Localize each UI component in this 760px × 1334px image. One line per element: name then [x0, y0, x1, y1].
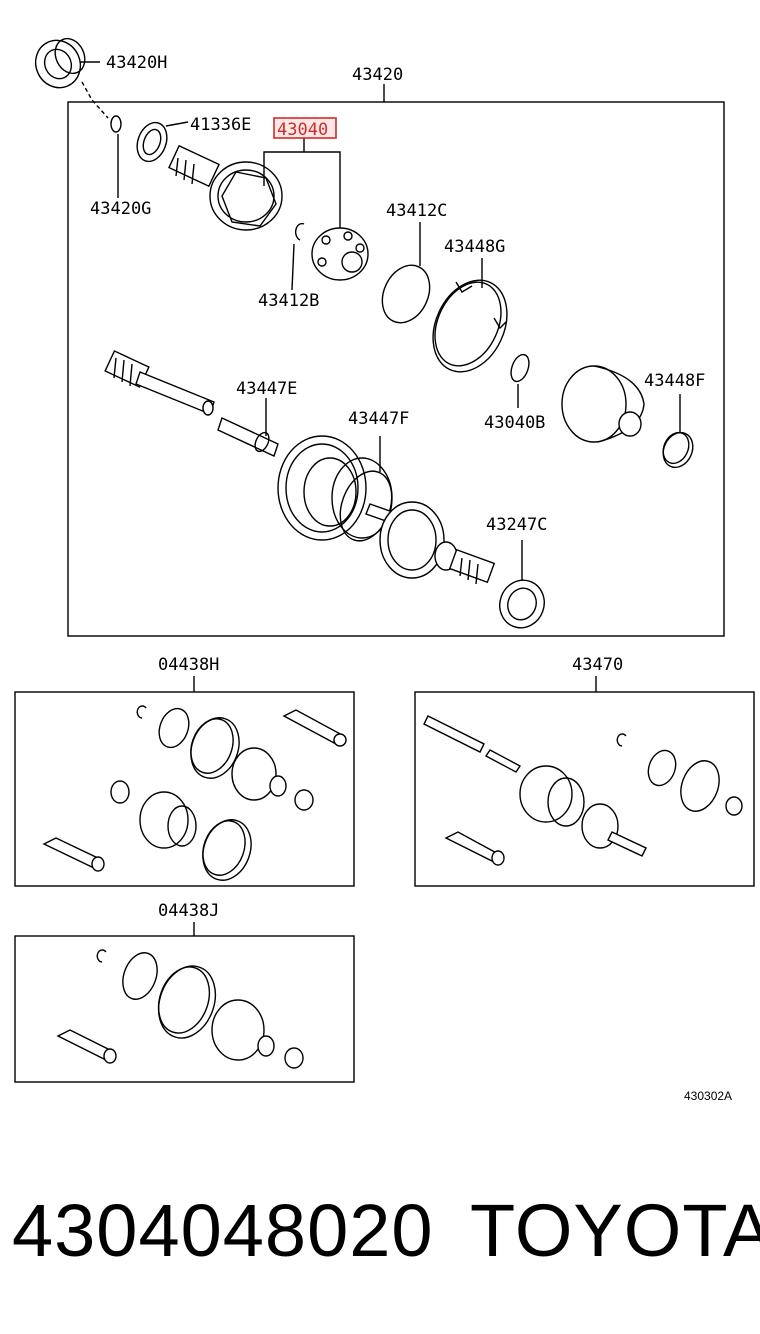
- outer-boot: [277, 435, 393, 542]
- part-number: 4304048020: [12, 1189, 434, 1272]
- inner-race: [311, 227, 369, 281]
- label-43447f: 43447F: [348, 409, 409, 429]
- kit-04438h-frame: [14, 691, 355, 887]
- kit-43470-parts: [423, 715, 743, 866]
- label-43448g: 43448G: [444, 237, 505, 257]
- label-43470: 43470: [572, 655, 623, 675]
- clamp-43448g: [432, 279, 508, 373]
- main-assembly-frame: [67, 101, 725, 637]
- label-43448f: 43448F: [644, 371, 705, 391]
- label-43247c: 43247C: [486, 515, 547, 535]
- label-41336e: 41336E: [190, 115, 251, 135]
- label-04438h: 04438H: [158, 655, 219, 675]
- label-43040[interactable]: 43040: [277, 120, 328, 140]
- label-43420: 43420: [352, 65, 403, 85]
- oil-seal-43420h: [34, 37, 86, 89]
- label-04438j: 04438J: [158, 901, 219, 921]
- parts-diagram: 43420H 43420 41336E 43040 43420G 43412C …: [14, 37, 755, 1103]
- snap-ring-43412b: [295, 222, 305, 241]
- washer-41336e: [136, 121, 168, 163]
- kit-04438j-frame: [14, 935, 355, 1083]
- clamp-43448f: [662, 431, 694, 469]
- diagram-code: 430302A: [684, 1089, 732, 1103]
- label-43412b: 43412B: [258, 291, 319, 311]
- ring-43040b: [510, 353, 530, 383]
- label-43420g: 43420G: [90, 199, 151, 219]
- kit-04438h-parts: [42, 705, 347, 881]
- inboard-boot: [561, 365, 645, 443]
- label-43040b: 43040B: [484, 413, 545, 433]
- ring-43412c: [381, 264, 431, 324]
- inner-boot: [365, 501, 496, 585]
- brand-name: TOYOTA: [470, 1189, 760, 1272]
- kit-43470-frame: [414, 691, 755, 887]
- seal-43247c: [499, 579, 545, 629]
- label-43447e: 43447E: [236, 379, 297, 399]
- drive-shaft: [104, 350, 279, 457]
- highlight-43040: [273, 117, 337, 139]
- ring-43420g: [110, 115, 122, 133]
- label-43412c: 43412C: [386, 201, 447, 221]
- outboard-joint-43040: [168, 144, 283, 231]
- kit-04438j-parts: [56, 949, 304, 1069]
- label-43420h: 43420H: [106, 53, 167, 73]
